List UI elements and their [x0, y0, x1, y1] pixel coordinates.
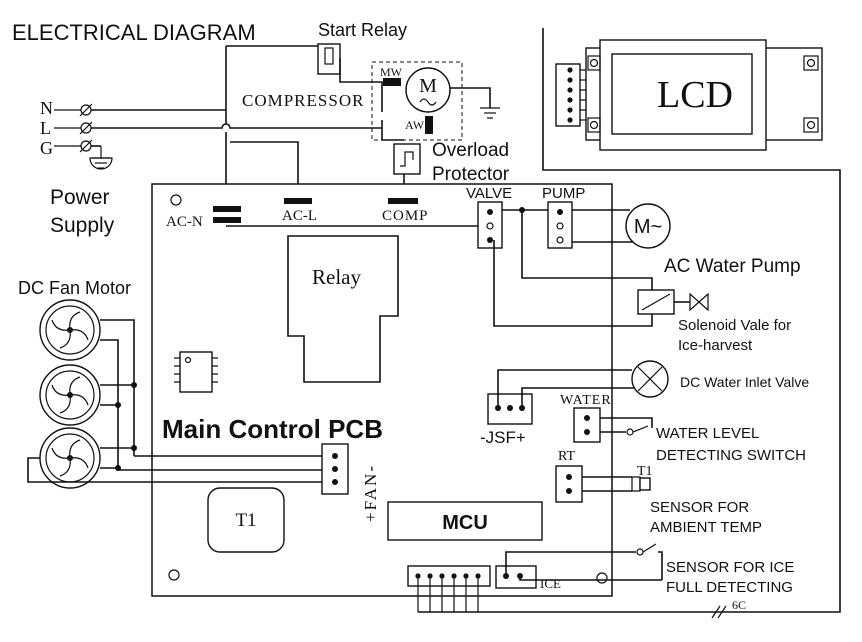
ambient-label-1: SENSOR FOR — [650, 499, 749, 516]
overload-protector: Overload Protector — [393, 140, 510, 185]
transformer-label: T1 — [235, 510, 256, 531]
ice-label: ICE — [540, 576, 561, 591]
terminal-n-label: N — [40, 98, 53, 118]
water-label: WATER — [560, 393, 612, 408]
terminal-g-label: G — [40, 138, 53, 158]
valve-icon — [689, 292, 709, 312]
ambient-temp-sensor — [639, 477, 651, 491]
lcd-connector — [407, 565, 491, 587]
overload-label-2: Protector — [432, 164, 510, 185]
dc-fan-3 — [39, 427, 101, 489]
ac-n-terminal-a — [213, 206, 241, 212]
terminal-l-label: L — [40, 118, 51, 138]
water-pump-motor-label: M~ — [634, 216, 662, 238]
start-relay: Start Relay — [317, 20, 407, 75]
lcd-label: LCD — [657, 74, 733, 116]
lcd-module: LCD — [542, 28, 841, 613]
jsf-label: -JSF+ — [480, 428, 526, 447]
ice-full-switch-icon — [642, 543, 657, 553]
ground-icon — [89, 146, 113, 170]
ac-l-terminal — [284, 198, 312, 204]
lcd-cable — [542, 28, 841, 613]
power-supply-label-2: Supply — [50, 214, 115, 237]
mw-terminal — [383, 78, 401, 86]
diagram-title: ELECTRICAL DIAGRAM — [12, 20, 256, 45]
compressor-ground-icon — [480, 107, 500, 119]
solenoid-label-1: Solenoid Vale for — [678, 317, 791, 334]
dc-fan-2 — [39, 364, 101, 426]
pump-connector — [547, 201, 573, 249]
ac-n-terminal-b — [213, 217, 241, 223]
aw-terminal — [425, 116, 433, 134]
power-supply-label-1: Power — [50, 186, 110, 209]
dc-fan-1 — [39, 299, 101, 361]
comp-terminal — [388, 198, 418, 204]
compressor-housing — [371, 61, 463, 141]
ac-symbol-icon — [419, 98, 437, 106]
compressor-motor-label: M — [419, 75, 437, 97]
mw-label: MW — [380, 65, 403, 79]
water-pump-motor — [625, 203, 671, 249]
valve-label: VALVE — [466, 185, 512, 202]
water-connector — [573, 407, 601, 443]
relay-label: Relay — [312, 265, 361, 289]
ambient-label-2: AMBIENT TEMP — [650, 519, 762, 536]
aw-label: AW — [405, 118, 425, 132]
power-supply: N L G Power Supply — [40, 98, 115, 237]
compressor-label: COMPRESSOR — [242, 91, 364, 110]
ac-l-label: AC-L — [282, 208, 317, 224]
start-relay-label: Start Relay — [318, 20, 407, 40]
ac-n-label: AC-N — [166, 214, 203, 230]
pump-label: PUMP — [542, 185, 585, 202]
rt-connector — [555, 465, 583, 503]
rt-label: RT — [558, 449, 575, 464]
water-level-label-2: DETECTING SWITCH — [656, 447, 806, 464]
dc-fan-motor-label: DC Fan Motor — [18, 278, 131, 298]
ice-full-label-1: SENSOR FOR ICE — [666, 559, 794, 576]
fan-blade-icon — [51, 439, 89, 477]
ice-connector — [495, 565, 537, 589]
solenoid-label-2: Ice-harvest — [678, 337, 753, 354]
lcd-screen — [611, 53, 753, 135]
water-level-switch-icon — [632, 425, 649, 433]
t1-sensor-label: T1 — [637, 464, 653, 479]
comp-label: COMP — [382, 208, 429, 224]
thermal-switch-icon — [400, 151, 414, 167]
ac-water-pump-label: AC Water Pump — [664, 256, 801, 277]
wire-l — [91, 123, 382, 129]
overload-label-1: Overload — [432, 140, 509, 161]
mcu-label: MCU — [442, 512, 488, 534]
pcb-title: Main Control PCB — [162, 414, 383, 444]
cable-count-label: 6C — [732, 598, 746, 612]
fan-connector — [321, 443, 349, 495]
fan-label: +FAN- — [361, 464, 380, 522]
transformer-t1 — [207, 487, 285, 553]
ic-chip — [179, 351, 213, 393]
water-level-label-1: WATER LEVEL — [656, 425, 759, 442]
ice-full-label-2: FULL DETECTING — [666, 579, 793, 596]
dc-inlet-label: DC Water Inlet Valve — [680, 374, 809, 390]
wire-ac-l — [230, 141, 299, 200]
fan-blade-icon — [51, 376, 89, 414]
mcu-chip — [387, 501, 543, 541]
relay-block — [287, 235, 399, 383]
fan-blade-icon — [51, 311, 89, 349]
compressor-motor — [405, 67, 451, 113]
